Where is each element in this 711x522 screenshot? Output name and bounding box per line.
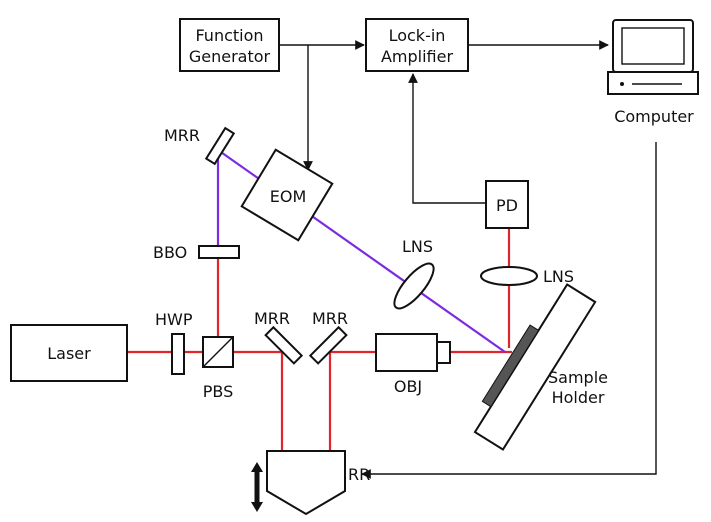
photodiode-box: PD bbox=[485, 180, 529, 229]
function-generator-label-line2: Generator bbox=[189, 47, 271, 66]
eom-label: EOM bbox=[270, 187, 307, 206]
retroreflector-label: RR bbox=[348, 465, 370, 484]
mirror-right bbox=[308, 325, 348, 365]
translation-arrow-icon bbox=[251, 462, 263, 512]
mirror-right-label: MRR bbox=[312, 309, 348, 328]
objective-label: OBJ bbox=[394, 377, 422, 396]
half-wave-plate bbox=[171, 333, 185, 375]
bbo-label: BBO bbox=[153, 243, 187, 262]
photodiode-label: PD bbox=[496, 196, 518, 215]
function-generator-box: Function Generator bbox=[179, 18, 280, 72]
sample-holder bbox=[473, 283, 597, 451]
function-generator-label-line1: Function bbox=[195, 26, 263, 45]
wire-pd-to-lockin bbox=[408, 73, 486, 204]
signal-wires bbox=[279, 40, 657, 479]
lens-upper bbox=[393, 262, 435, 310]
mirror-left bbox=[264, 325, 304, 365]
objective-lens bbox=[375, 333, 451, 372]
lens-right-label: LNS bbox=[543, 267, 574, 286]
computer-label: Computer bbox=[614, 107, 694, 126]
sample-holder-label-line1: Sample bbox=[548, 368, 608, 387]
mirror-left-label: MRR bbox=[254, 309, 290, 328]
laser-box: Laser bbox=[10, 324, 128, 382]
eom-box: EOM bbox=[240, 148, 334, 242]
lockin-amplifier-label-line2: Amplifier bbox=[381, 47, 454, 66]
lockin-amplifier-box: Lock-in Amplifier bbox=[365, 18, 469, 72]
lens-right bbox=[480, 266, 538, 286]
polarizing-beam-splitter bbox=[202, 336, 234, 368]
wire-computer-to-rr bbox=[361, 142, 657, 479]
sample-holder-label-line2: Holder bbox=[552, 388, 605, 407]
retroreflector bbox=[266, 450, 346, 516]
pbs-label: PBS bbox=[203, 382, 234, 401]
mirror-top bbox=[204, 126, 236, 166]
lens-upper-label: LNS bbox=[402, 237, 433, 256]
computer-icon bbox=[607, 19, 699, 95]
bbo-crystal bbox=[198, 245, 240, 259]
hwp-label: HWP bbox=[155, 310, 193, 329]
laser-label: Laser bbox=[47, 344, 91, 363]
lockin-amplifier-label-line1: Lock-in bbox=[389, 26, 446, 45]
mirror-top-label: MRR bbox=[164, 126, 200, 145]
